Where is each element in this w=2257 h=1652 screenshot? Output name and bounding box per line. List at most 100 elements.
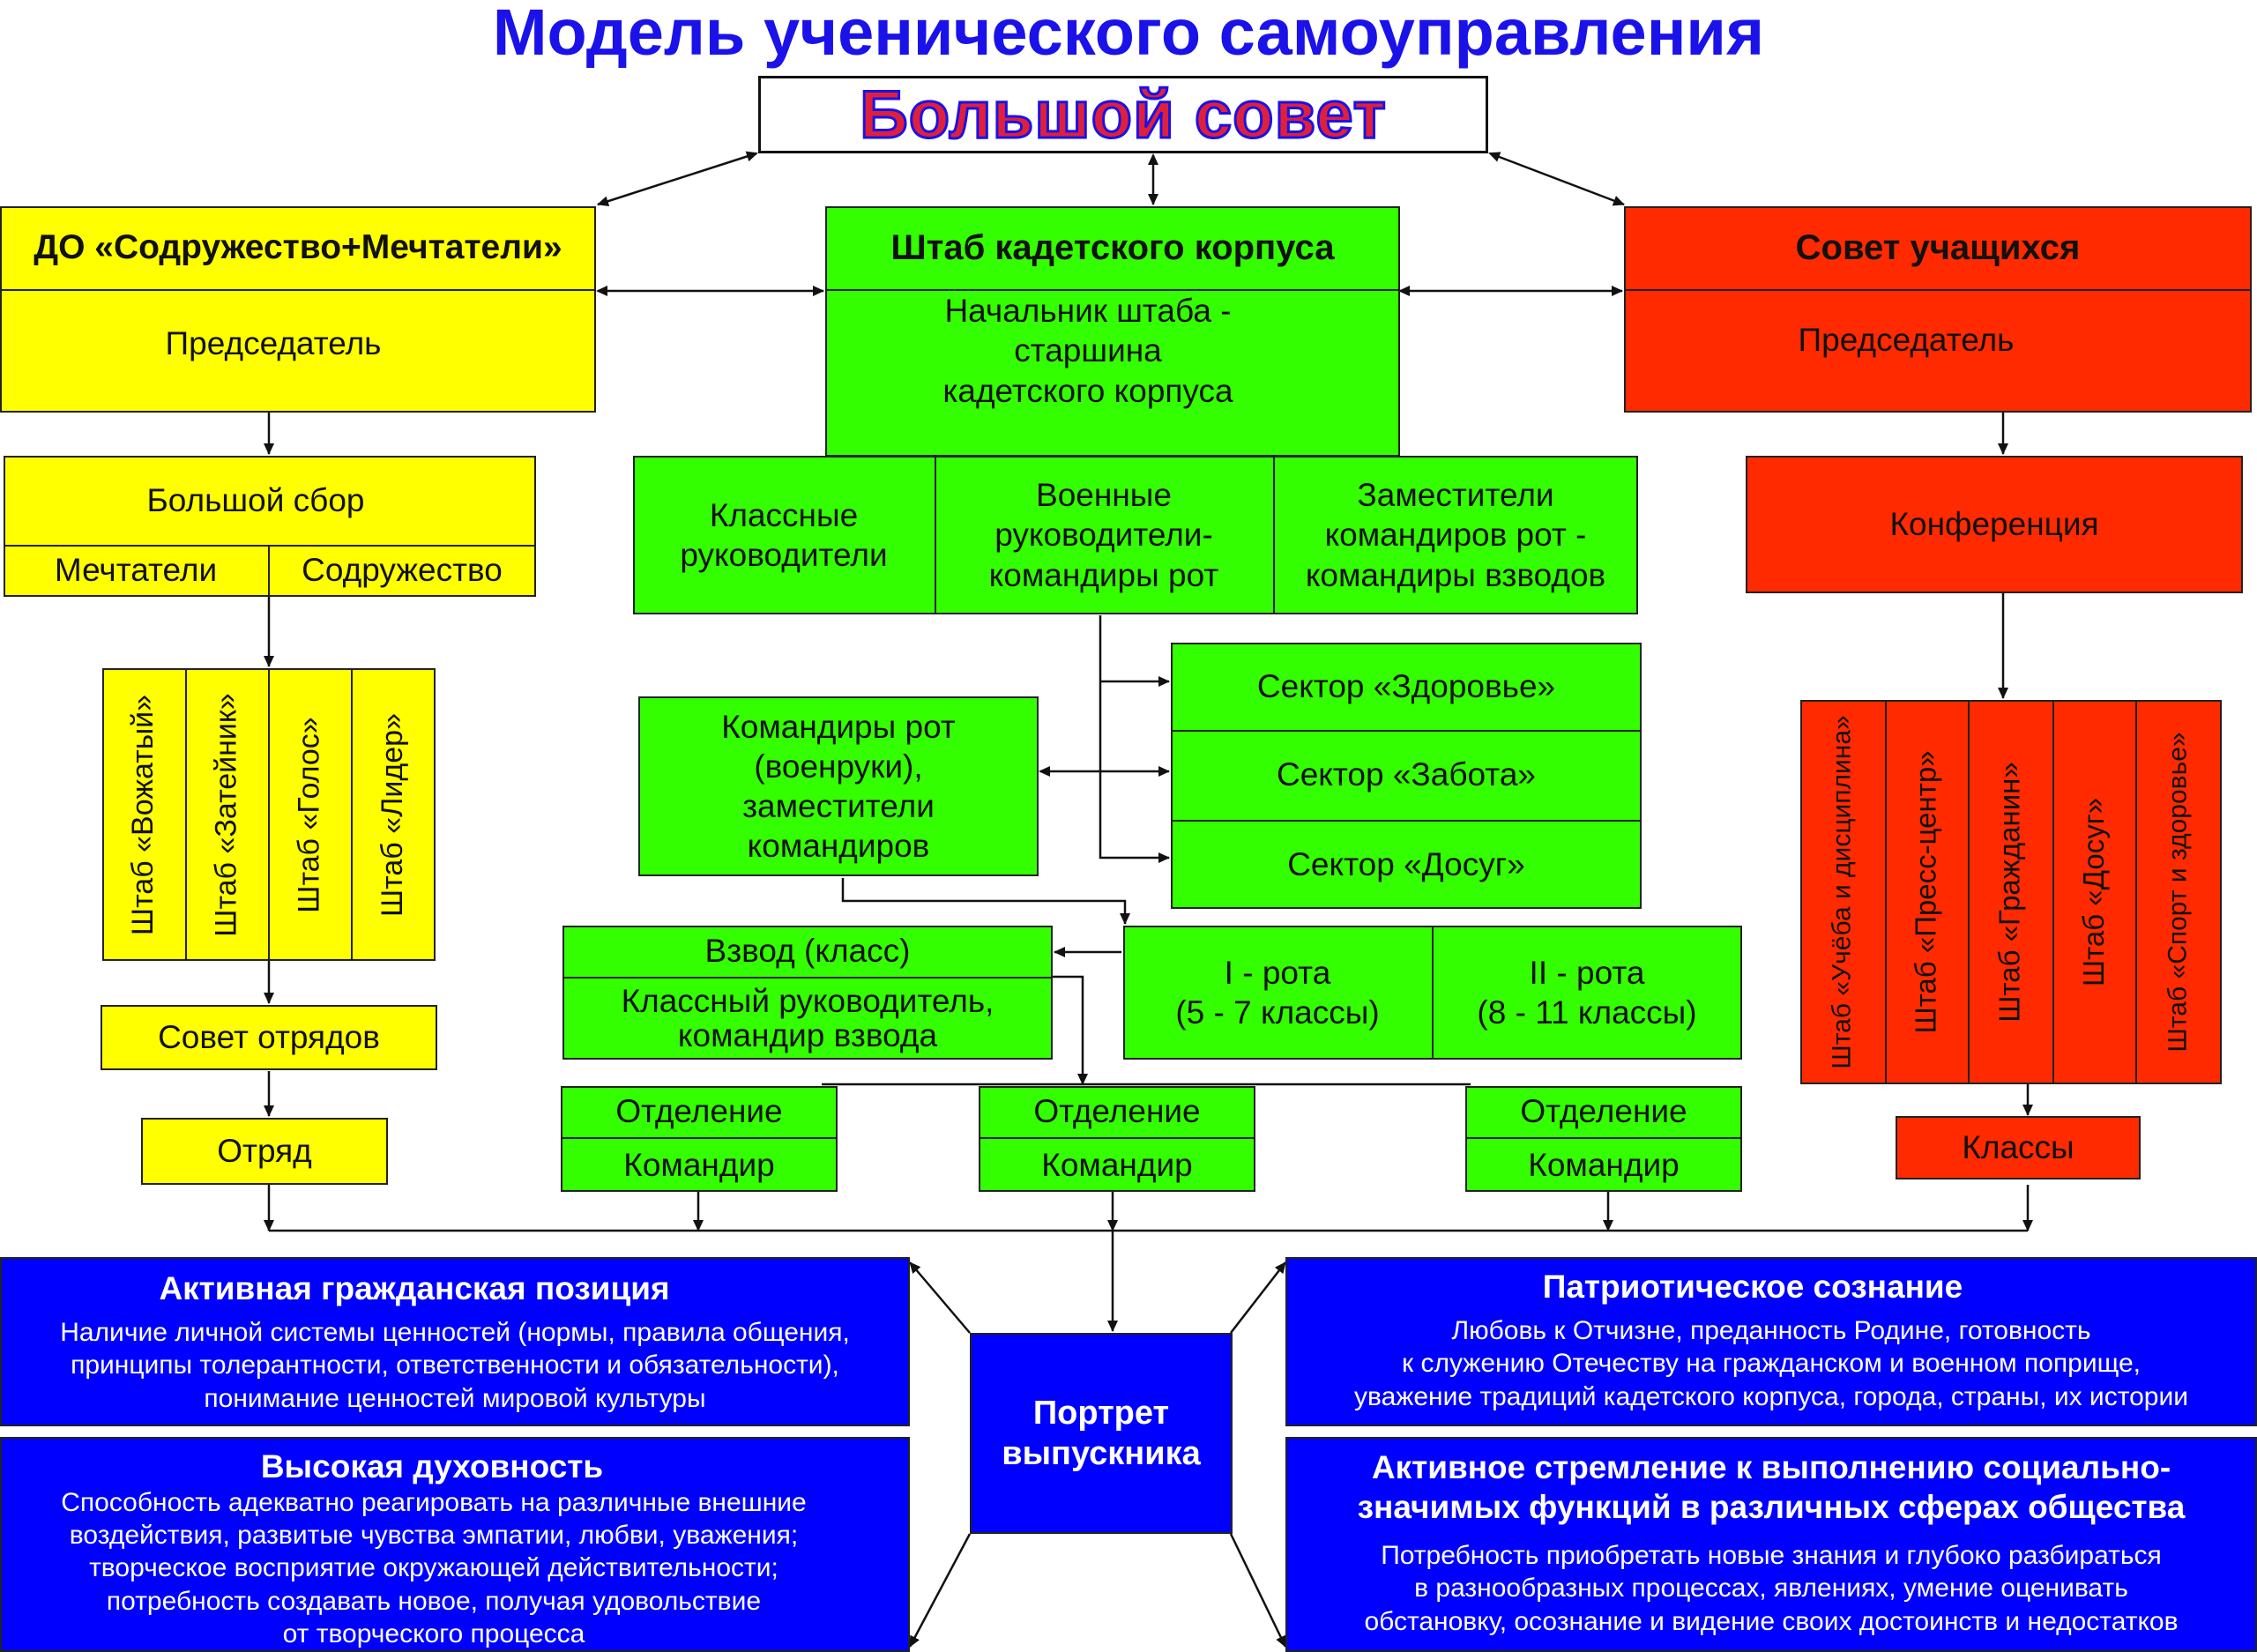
divider (268, 545, 270, 596)
divider (1465, 1137, 1742, 1139)
right-staffs-box (1800, 700, 2222, 1084)
divider (1171, 820, 1642, 822)
staff-leisure: Штаб «Досуг» (2052, 700, 2135, 1084)
unit-label: Отделение (1520, 1093, 1687, 1130)
squad-box (141, 1118, 388, 1185)
divider (4, 545, 536, 547)
squad-label: Отряд (217, 1133, 312, 1170)
company-1: I - рота (5 - 7 классы) (1175, 954, 1380, 1031)
spiritual-title: Высокая духовность (260, 1448, 604, 1485)
civic-title: Активная гражданская позиция (159, 1270, 670, 1307)
divider (351, 668, 353, 961)
staff-label: Штаб «Спорт и здоровье» (2164, 732, 2194, 1053)
staff-label: Штаб «Затейник» (209, 692, 243, 937)
unit-box-1 (561, 1086, 838, 1192)
divider (1624, 289, 2252, 291)
commanders-box (638, 696, 1039, 876)
sector-care: Сектор «Забота» (1276, 756, 1536, 793)
classes-label: Классы (1962, 1129, 2075, 1166)
social-title: Активное стремление к выполнению социаль… (1357, 1448, 2186, 1525)
page-title: Модель ученического самоуправления (492, 0, 1765, 69)
big-gathering-label: Большой сбор (146, 481, 365, 518)
sector-health: Сектор «Здоровье» (1256, 667, 1556, 704)
staff-lider: Штаб «Лидер» (351, 668, 434, 961)
big-council-box: Большой совет (758, 76, 1488, 153)
dreamers-label: Мечтатели (54, 552, 218, 589)
unit-commander-label: Командир (1528, 1147, 1680, 1184)
unit-box-3 (1465, 1086, 1742, 1192)
big-council-label: Большой совет (859, 76, 1388, 153)
social-text: Потребность приобретать новые знания и г… (1364, 1541, 2179, 1636)
divider (825, 289, 1400, 291)
conference-box (1746, 456, 2243, 593)
divider (1885, 700, 1887, 1084)
platoon-box (562, 926, 1053, 1060)
leaders-row (633, 456, 1638, 614)
hq-chief: Начальник штаба - старшина кадетского ко… (942, 293, 1233, 409)
left-org-title: ДО «Содружество+Мечтатели» (34, 228, 562, 267)
squad-council-label: Совет отрядов (158, 1019, 380, 1056)
commonwealth-label: Содружество (302, 552, 503, 589)
staff-label: Штаб «Пресс-центр» (1910, 750, 1943, 1034)
divider (935, 456, 936, 614)
conference-label: Конференция (1889, 506, 2099, 543)
divider (2052, 700, 2054, 1084)
portrait-label: Портрет выпускника (1002, 1394, 1201, 1472)
divider (0, 289, 596, 291)
big-gathering-box (4, 456, 536, 597)
staff-zateinik: Штаб «Затейник» (185, 668, 268, 961)
divider (562, 977, 1053, 979)
staff-study: Штаб «Учёба и дисциплина» (1800, 700, 1885, 1084)
unit-label: Отделение (1033, 1093, 1201, 1130)
hq-title: Штаб кадетского корпуса (890, 227, 1335, 267)
staff-golos: Штаб «Голос» (268, 668, 351, 961)
unit-label: Отделение (615, 1093, 783, 1130)
platoon-leader-label: Классный руководитель, командир взвода (621, 983, 994, 1053)
spiritual-text: Способность адекватно реагировать на раз… (61, 1488, 807, 1648)
staff-citizen: Штаб «Гражданин» (1968, 700, 2052, 1084)
staff-label: Штаб «Лидер» (375, 712, 409, 917)
right-org-box (1624, 206, 2252, 413)
staff-label: Штаб «Вожатый» (126, 694, 160, 935)
military-leaders: Военные руководители- командиры рот (988, 477, 1219, 593)
left-org-box (0, 206, 596, 413)
divider (1171, 730, 1642, 732)
company-2: II - рота (8 - 11 классы) (1477, 954, 1697, 1031)
patriotic-title: Патриотическое сознание (1542, 1269, 1963, 1306)
right-chair: Председатель (1798, 322, 2015, 359)
sectors-box (1171, 643, 1642, 909)
divider (1432, 926, 1434, 1060)
unit-box-2 (979, 1086, 1255, 1192)
left-chair: Председатель (165, 325, 382, 362)
class-teachers: Классные руководители (680, 496, 888, 573)
staff-label: Штаб «Досуг» (2077, 797, 2111, 987)
divider (268, 668, 270, 961)
patriotic-text: Любовь к Отчизне, преданность Родине, го… (1354, 1316, 2188, 1411)
unit-commander-label: Командир (1041, 1147, 1193, 1184)
staff-sport: Штаб «Спорт и здоровье» (2135, 700, 2222, 1084)
civic-box (0, 1257, 910, 1426)
platoon-label: Взвод (класс) (704, 933, 911, 970)
staff-vozhaty: Штаб «Вожатый» (102, 668, 185, 961)
staff-label: Штаб «Гражданин» (1993, 762, 2026, 1023)
staff-label: Штаб «Голос» (292, 716, 326, 913)
sector-leisure: Сектор «Досуг» (1287, 845, 1525, 882)
divider (2135, 700, 2137, 1084)
commanders-label: Командиры рот (военруки), заместители ко… (721, 708, 956, 865)
spiritual-box (0, 1437, 910, 1652)
divider (979, 1137, 1255, 1139)
classes-box (1896, 1116, 2141, 1179)
deputy-commanders: Заместители командиров рот - командиры в… (1305, 477, 1606, 593)
civic-text: Наличие личной системы ценностей (нормы,… (60, 1318, 850, 1413)
divider (1273, 456, 1275, 614)
staff-press: Штаб «Пресс-центр» (1885, 700, 1968, 1084)
squad-council-box (101, 1005, 437, 1070)
divider (561, 1137, 838, 1139)
divider (1968, 700, 1970, 1084)
right-org-title: Совет учащихся (1795, 227, 2081, 267)
staff-label: Штаб «Учёба и дисциплина» (1828, 715, 1858, 1069)
divider (185, 668, 187, 961)
portrait-box (970, 1333, 1233, 1534)
hq-box (825, 206, 1400, 457)
